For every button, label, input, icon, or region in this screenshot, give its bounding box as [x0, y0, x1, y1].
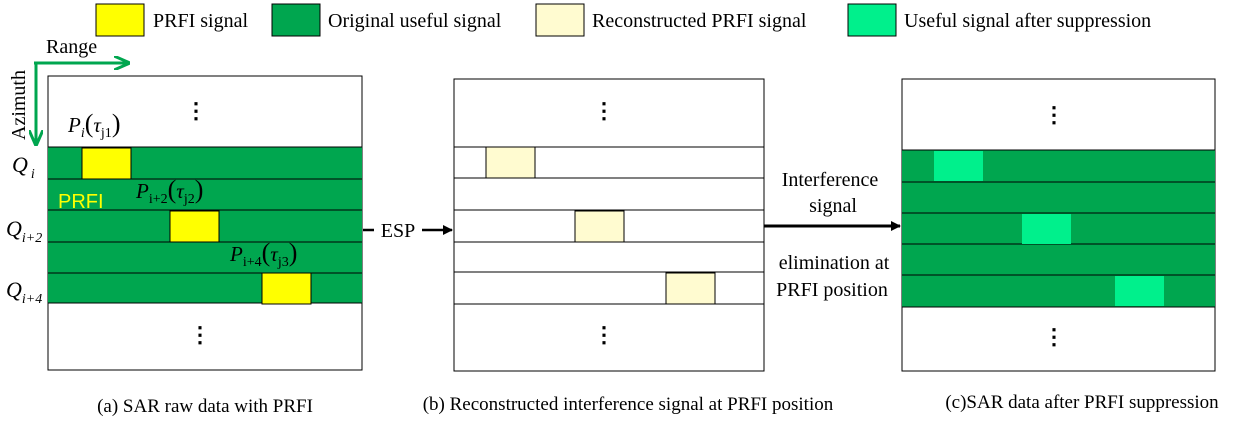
- prfi-block-2: [169, 210, 220, 243]
- recon-block-1: [485, 146, 536, 179]
- legend: PRFI signal Original useful signal Recon…: [95, 3, 1151, 37]
- elim-text-1: Interference: [782, 169, 879, 191]
- axes-indicator: Range Azimuth: [8, 36, 128, 144]
- panel-a-caption: (a) SAR raw data with PRFI: [97, 396, 313, 417]
- panel-c-ellipsis-bottom: ⋮: [1043, 324, 1065, 349]
- recon-block-3: [665, 272, 716, 305]
- pulse-label-3: Pi+4(τj3): [229, 238, 297, 270]
- row-label-2: Qi+2: [6, 216, 42, 246]
- esp-label: ESP: [381, 220, 415, 242]
- recon-block-2: [574, 210, 625, 243]
- legend-label-recon: Reconstructed PRFI signal: [592, 10, 807, 32]
- elimination-arrow-group: Interference signal elimination at PRFI …: [764, 169, 901, 301]
- legend-swatch-after: [847, 3, 897, 37]
- esp-arrow-group: ESP: [363, 218, 453, 242]
- pulse-label-2: Pi+2(τj2): [135, 175, 203, 207]
- panel-b-ellipsis-top: ⋮: [593, 98, 615, 123]
- panel-b-ellipsis-bottom: ⋮: [593, 322, 615, 347]
- pulse-label-1: Pi(τj1): [67, 109, 120, 141]
- legend-label-useful: Original useful signal: [328, 10, 502, 32]
- elim-text-3: elimination at: [779, 252, 890, 274]
- legend-swatch-prfi: [95, 3, 145, 37]
- row-label-3: Qi+4: [6, 277, 42, 307]
- panel-c-ellipsis-top: ⋮: [1043, 102, 1065, 127]
- prfi-block-3: [261, 272, 312, 305]
- legend-swatch-useful: [271, 3, 321, 37]
- prfi-tag: PRFI: [58, 191, 104, 213]
- legend-swatch-recon: [535, 3, 585, 37]
- panel-b: ⋮ ⋮ (b) Reconstructed interference signa…: [423, 78, 834, 415]
- after-block-2: [1022, 214, 1071, 244]
- panel-a-ellipsis-top: ⋮: [185, 98, 207, 123]
- esp-label-bg: [374, 218, 422, 242]
- after-block-3: [1115, 276, 1164, 306]
- prfi-block-1: [81, 147, 132, 180]
- legend-label-prfi: PRFI signal: [153, 10, 248, 32]
- legend-label-after: Useful signal after suppression: [904, 10, 1151, 32]
- azimuth-label: Azimuth: [8, 70, 30, 140]
- panel-c-caption: (c)SAR data after PRFI suppression: [945, 392, 1219, 413]
- elim-text-4: PRFI position: [776, 279, 888, 301]
- panel-c: ⋮ ⋮ (c)SAR data after PRFI suppression: [901, 78, 1219, 413]
- after-block-1: [934, 151, 983, 181]
- elim-text-2: signal: [809, 195, 857, 217]
- range-label: Range: [46, 36, 97, 58]
- panel-a-ellipsis-bottom: ⋮: [189, 322, 211, 347]
- panel-b-caption: (b) Reconstructed interference signal at…: [423, 394, 834, 415]
